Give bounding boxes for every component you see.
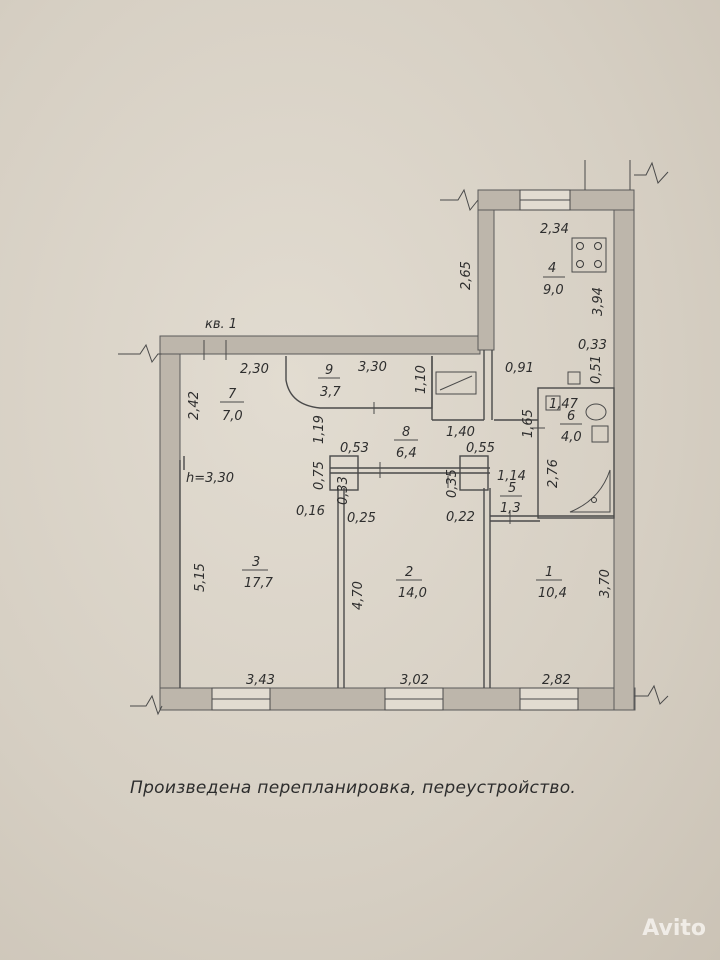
dim-label: 1,10 xyxy=(414,365,429,394)
room-9-number: 9 xyxy=(325,363,333,378)
dim-label: 0,53 xyxy=(340,441,369,456)
dim-label: 4,70 xyxy=(351,581,366,610)
caption-text: Произведена перепланировка, переустройст… xyxy=(130,778,577,798)
dim-label: 0,22 xyxy=(446,510,475,525)
room-9-area: 3,7 xyxy=(320,385,341,400)
dim-label: 1,19 xyxy=(312,415,327,444)
dim-label: 0,33 xyxy=(578,338,607,353)
windows xyxy=(211,189,579,711)
dim-label: 5,15 xyxy=(193,563,208,592)
dim-label: 0,75 xyxy=(312,461,327,490)
dim-label: 3,02 xyxy=(400,673,429,688)
room-labels: 4 9,0 9 3,7 7 7,0 8 6,4 6 4,0 5 1,3 3 17… xyxy=(220,261,582,601)
break-lines xyxy=(118,160,669,716)
room-3-number: 3 xyxy=(252,555,260,570)
dim-label: 2,82 xyxy=(542,673,571,688)
dim-label: 0,16 xyxy=(296,504,325,519)
room-7-area: 7,0 xyxy=(222,409,243,424)
room-5-number: 5 xyxy=(508,481,516,496)
dim-label: 0,33 xyxy=(336,476,351,505)
room-1-number: 1 xyxy=(545,565,553,580)
partitions xyxy=(179,340,615,688)
avito-watermark: Avito xyxy=(642,916,706,941)
room-2-area: 14,0 xyxy=(398,586,427,601)
room-6-number: 6 xyxy=(567,409,575,424)
room-1-area: 10,4 xyxy=(538,586,567,601)
dim-label: 0,91 xyxy=(505,361,534,376)
dim-label: 1,40 xyxy=(446,425,475,440)
dim-label: 2,65 xyxy=(459,261,474,290)
apartment-label: кв. 1 xyxy=(205,317,237,332)
dim-label: 2,42 xyxy=(187,391,202,420)
dim-label: 1,47 xyxy=(549,397,579,412)
dim-label: 0,55 xyxy=(466,441,495,456)
dim-label: 3,30 xyxy=(358,360,387,375)
room-6-area: 4,0 xyxy=(561,430,582,445)
ceiling-height-label: h=3,30 xyxy=(186,471,234,486)
dim-label: 3,70 xyxy=(598,569,613,598)
dim-label: 0,51 xyxy=(589,355,604,384)
dim-label: 0,25 xyxy=(347,511,376,526)
dimension-labels: 2,34 3,94 2,65 0,33 0,51 0,91 1,47 1,65 … xyxy=(187,222,613,688)
room-8-area: 6,4 xyxy=(396,446,417,461)
dim-label: 3,43 xyxy=(246,673,275,688)
dim-label: 1,14 xyxy=(497,469,526,484)
room-4-area: 9,0 xyxy=(543,283,564,298)
room-7-number: 7 xyxy=(228,387,237,402)
room-2-number: 2 xyxy=(405,565,413,580)
dim-label: 0,35 xyxy=(445,469,460,498)
room-8-number: 8 xyxy=(402,425,410,440)
dim-label: 1,65 xyxy=(521,409,536,438)
dim-label: 2,34 xyxy=(540,222,569,237)
dim-label: 2,30 xyxy=(240,362,269,377)
room-3-area: 17,7 xyxy=(244,576,274,591)
room-4-number: 4 xyxy=(548,261,556,276)
dim-label: 2,76 xyxy=(546,459,561,488)
dim-label: 3,94 xyxy=(591,287,606,316)
room-5-area: 1,3 xyxy=(500,501,521,516)
fixtures xyxy=(435,237,611,513)
